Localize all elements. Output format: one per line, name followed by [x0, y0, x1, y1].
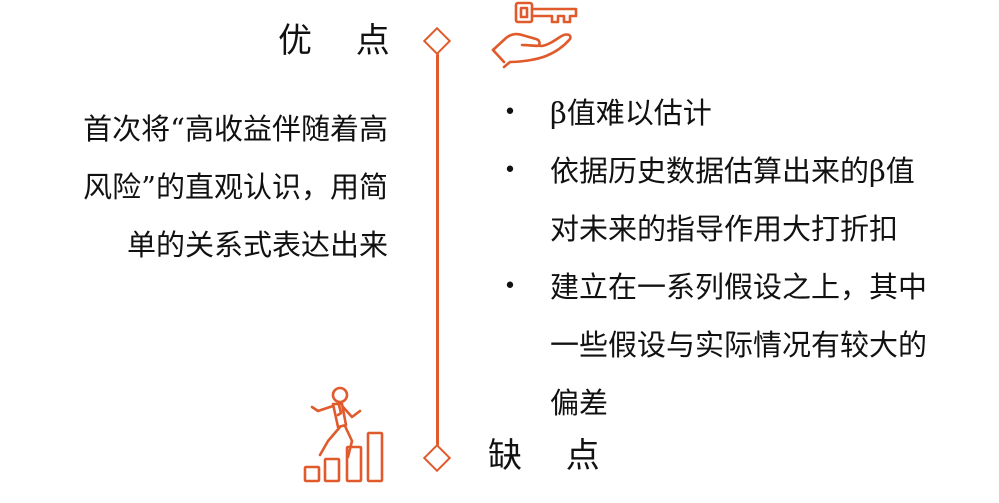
bullet: • — [503, 158, 517, 183]
timeline-line — [436, 42, 439, 462]
pros-description: 首次将“高收益伴随着高 风险”的直观认识，用简 单的关系式表达出来 — [8, 100, 388, 274]
pros-heading-char-2: 点 — [355, 21, 392, 61]
cons-item-3-line-2: 一些假设与实际情况有较大的 — [550, 328, 928, 362]
cons-heading: 缺点 — [488, 439, 601, 473]
cons-item-2: • 依据历史数据估算出来的β值 对未来的指导作用大打折扣 — [500, 142, 980, 258]
bullet: • — [503, 100, 517, 125]
bullet: • — [503, 274, 517, 299]
timeline-diamond-bottom — [422, 443, 452, 473]
cons-heading-char-1: 缺 — [488, 436, 524, 476]
pros-line-1: 首次将“高收益伴随着高 — [83, 112, 388, 146]
pros-line-2: 风险”的直观认识，用简 — [83, 170, 388, 204]
pros-line-3: 单的关系式表达出来 — [126, 228, 388, 262]
key-in-hand-icon — [491, 1, 578, 69]
cons-item-2-line-2: 对未来的指导作用大打折扣 — [550, 212, 899, 246]
cons-heading-char-2: 点 — [565, 436, 602, 476]
cons-item-1: • β值难以估计 — [500, 84, 980, 142]
person-climbing-stairs-icon — [303, 386, 384, 483]
cons-item-2-line-1: 依据历史数据估算出来的β值 — [550, 154, 915, 188]
cons-item-3-line-1: 建立在一系列假设之上，其中 — [550, 270, 928, 304]
cons-item-3-line-3: 偏差 — [550, 386, 609, 420]
cons-list: • β值难以估计 • 依据历史数据估算出来的β值 对未来的指导作用大打折扣 • … — [500, 84, 980, 432]
cons-item-1-line-1: β值难以估计 — [550, 96, 712, 130]
timeline-diamond-top — [422, 26, 452, 56]
cons-item-3: • 建立在一系列假设之上，其中 一些假设与实际情况有较大的 偏差 — [500, 258, 980, 432]
pros-heading-char-1: 优 — [278, 21, 314, 61]
pros-heading: 优点 — [278, 24, 391, 58]
